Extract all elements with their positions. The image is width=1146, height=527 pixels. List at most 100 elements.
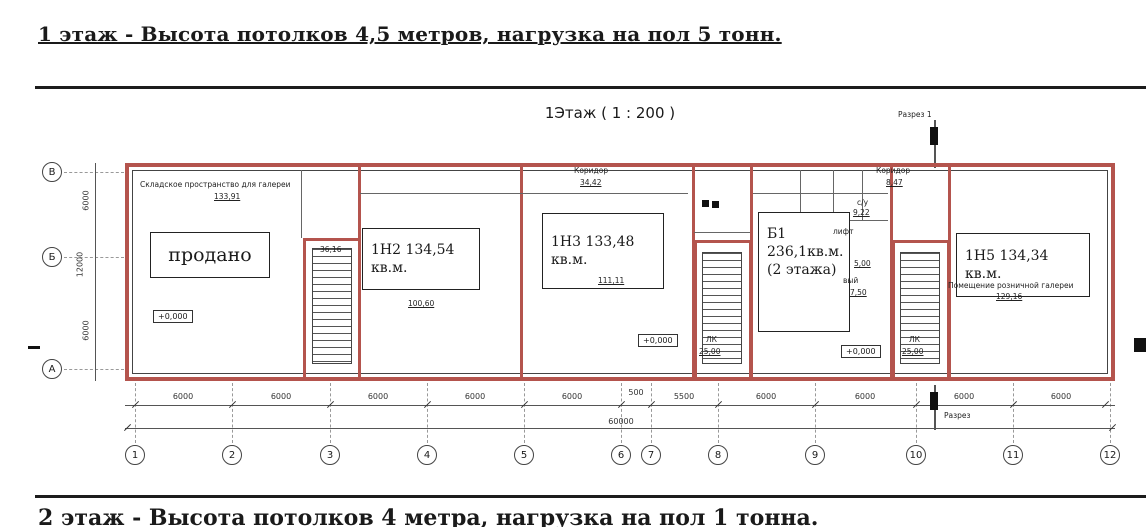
room-wall (862, 170, 863, 220)
annotation: Коридор (876, 166, 911, 175)
unit-divider (520, 167, 523, 377)
section-flag-bottom-icon (930, 392, 938, 410)
corridor-wall (753, 193, 888, 194)
corridor-wall (360, 193, 688, 194)
dim-label: 6000 (172, 392, 194, 401)
room-wall (694, 232, 750, 233)
unit-label-sold: продано (150, 232, 270, 278)
bottom-divider (35, 495, 1146, 498)
section-label-bottom: Разрез (944, 411, 971, 420)
annotation: Коридор (574, 166, 609, 175)
grid-line-row-v (64, 172, 124, 173)
grid-line-col-6 (621, 383, 622, 443)
axis-col-4: 4 (417, 445, 437, 465)
annotation: 25,00 (699, 347, 721, 356)
left-dim-3: 6000 (81, 320, 91, 341)
room-wall (833, 170, 834, 220)
page-heading: 1 этаж - Высота потолков 4,5 метров, наг… (38, 22, 782, 46)
stairs-icon (702, 252, 742, 364)
section-flag-top-icon (930, 127, 938, 145)
unit-label-b1: Б1 236,1кв.м.(2 этажа) (758, 212, 850, 332)
axis-col-10: 10 (906, 445, 926, 465)
grid-line-row-a (64, 369, 124, 370)
dim-label: 6000 (953, 392, 975, 401)
axis-col-5: 5 (514, 445, 534, 465)
grid-line-col-5 (524, 383, 525, 443)
annotation: 133,91 (214, 192, 241, 201)
stairs-icon (900, 252, 940, 364)
stairwell-outline (303, 238, 361, 381)
plan-title: 1Этаж ( 1 : 200 ) (544, 104, 676, 122)
axis-row-a: А (42, 359, 62, 379)
unit-label-1n2: 1Н2 134,54 кв.м. (362, 228, 480, 290)
left-dim-1: 6000 (81, 190, 91, 211)
annotation: ЛК (909, 335, 920, 344)
stairwell-outline (892, 240, 950, 381)
axis-col-9: 9 (805, 445, 825, 465)
grid-line-col-7 (651, 383, 652, 443)
axis-row-v: В (42, 162, 62, 182)
next-floor-heading: 2 этаж - Высота потолков 4 метра, нагруз… (38, 505, 819, 527)
dim-label: 6000 (464, 392, 486, 401)
axis-col-8: 8 (708, 445, 728, 465)
left-dim-line (95, 163, 96, 381)
building-wall (132, 170, 1108, 374)
dim-label: 5500 (673, 392, 695, 401)
annotation: 8,47 (886, 178, 903, 187)
level-mark: +0,000 (638, 334, 678, 347)
unit-divider (890, 167, 893, 377)
left-dim-2: 12000 (75, 251, 85, 278)
annotation: 36,16 (320, 245, 342, 254)
grid-line-col-1 (135, 383, 136, 443)
annotation: 9,22 (853, 208, 870, 217)
dim-label: 6000 (367, 392, 389, 401)
grid-line-col-4 (427, 383, 428, 443)
annotation: лифт (833, 227, 854, 236)
dim-label: 6000 (270, 392, 292, 401)
total-dim-line (125, 428, 1115, 429)
grid-line-col-11 (1013, 383, 1014, 443)
axis-col-7: 7 (641, 445, 661, 465)
annotation: 25,00 (902, 347, 924, 356)
axis-col-1: 1 (125, 445, 145, 465)
annotation: 5,00 (854, 259, 871, 268)
unit-divider (692, 167, 695, 377)
annotation: 100,60 (408, 299, 435, 308)
level-mark: +0,000 (841, 345, 881, 358)
dim-label: 6000 (854, 392, 876, 401)
edge-mark (28, 346, 40, 349)
dim-label: 500 (628, 388, 644, 397)
room-wall (800, 170, 801, 220)
dim-label: 6000 (1050, 392, 1072, 401)
axis-col-3: 3 (320, 445, 340, 465)
axis-col-2: 2 (222, 445, 242, 465)
edge-mark (1134, 338, 1146, 352)
top-divider (35, 86, 1146, 89)
grid-line-col-10 (916, 383, 917, 443)
unit-label-1n5: 1Н5 134,34 кв.м. (956, 233, 1090, 297)
axis-row-b: Б (42, 247, 62, 267)
fixture-icon (712, 201, 719, 208)
section-label-top: Разрез 1 (898, 110, 932, 119)
annotation: Помещение розничной галереи (948, 281, 1074, 290)
annotation: 7,50 (850, 288, 867, 297)
stairwell-outline (694, 240, 752, 381)
stairs-icon (312, 248, 352, 364)
axis-col-12: 12 (1100, 445, 1120, 465)
grid-line-col-2 (232, 383, 233, 443)
annotation: 111,11 (598, 276, 625, 285)
axis-col-11: 11 (1003, 445, 1023, 465)
dim-label: 6000 (561, 392, 583, 401)
fixture-icon (702, 200, 709, 207)
room-wall (301, 170, 302, 238)
dim-label: 6000 (755, 392, 777, 401)
unit-label-1n3: 1Н3 133,48 кв.м. (542, 213, 664, 289)
grid-line-row-b (64, 257, 124, 258)
total-dim-label: 60000 (608, 417, 634, 426)
grid-line-col-12 (1110, 383, 1111, 443)
annotation: ЛК (706, 335, 717, 344)
annotation: 34,42 (580, 178, 602, 187)
annotation: с/у (857, 198, 869, 207)
annotation: Складское пространство для галереи (140, 180, 291, 189)
